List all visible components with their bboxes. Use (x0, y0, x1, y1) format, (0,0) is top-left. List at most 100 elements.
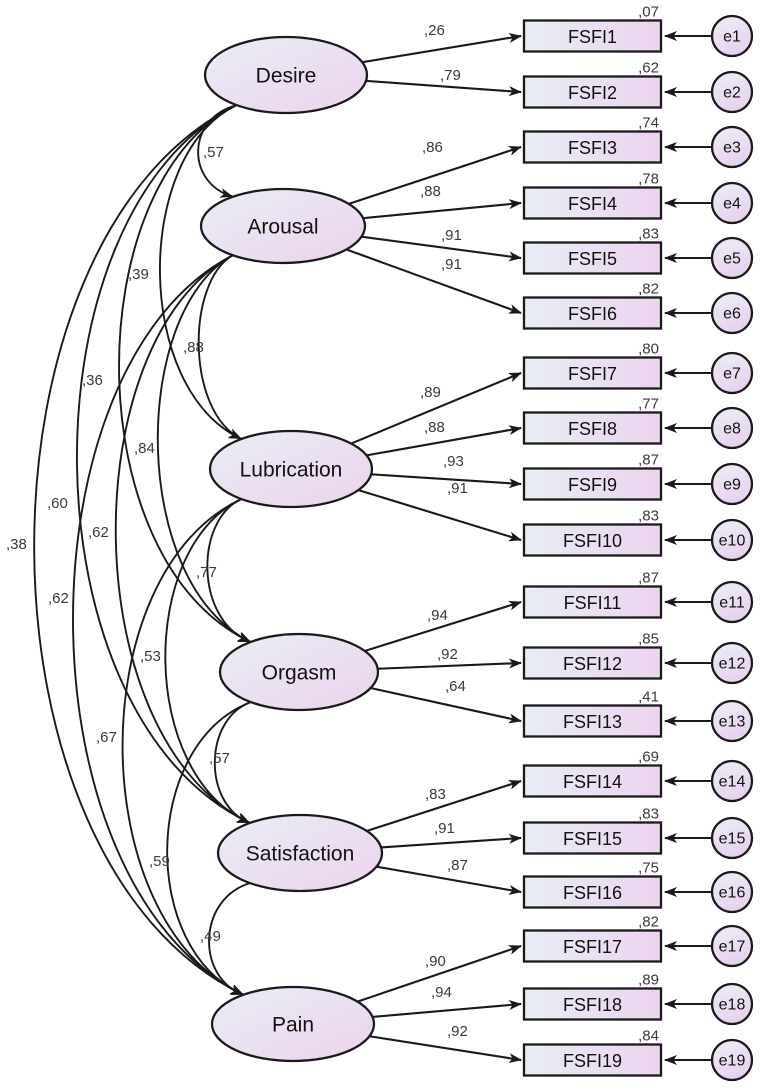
indicator-label: FSFI4 (568, 194, 617, 214)
latent-label: Orgasm (262, 662, 337, 685)
r-squared-value: ,75 (638, 860, 659, 877)
r-squared-value: ,83 (638, 508, 659, 525)
r-squared-value: ,78 (638, 171, 659, 188)
correlation-value: ,60 (47, 495, 68, 512)
loading-value: ,92 (447, 1023, 468, 1040)
loading-value: ,86 (422, 139, 443, 156)
indicator-group: FSFI7,80 (522, 341, 663, 390)
correlation-arc (197, 245, 246, 440)
indicator-box (522, 186, 663, 220)
correlation-value: ,67 (96, 729, 117, 746)
loading-value: ,90 (425, 953, 446, 970)
indicator-box (522, 585, 663, 619)
r-squared-value: ,82 (638, 281, 659, 298)
indicator-label: FSFI18 (563, 995, 622, 1015)
error-term: e9 (710, 462, 754, 506)
error-label: e8 (723, 421, 741, 438)
indicator-box (522, 704, 663, 738)
r-squared-value: ,62 (638, 60, 659, 77)
error-label: e5 (723, 251, 741, 268)
r-squared-value: ,83 (638, 226, 659, 243)
r-squared-value: ,07 (638, 4, 659, 21)
indicator-group: FSFI15,83 (522, 806, 663, 855)
correlation-value: ,59 (149, 853, 170, 870)
correlation-arc (166, 693, 263, 996)
indicator-label: FSFI1 (568, 27, 617, 47)
indicator-group: FSFI14 ,69 (522, 749, 663, 798)
error-circle (710, 406, 754, 450)
loading-value: ,91 (441, 256, 462, 273)
indicator-label: FSFI16 (563, 883, 622, 903)
loading-arrow (366, 425, 522, 457)
indicator-group: FSFI12,85 (522, 631, 663, 680)
error-circle (710, 641, 754, 685)
indicator-box (522, 929, 663, 963)
loading-value: ,64 (445, 678, 466, 695)
indicator-box (522, 296, 663, 330)
latent-label: Pain (272, 1014, 314, 1037)
error-paths (664, 31, 712, 1065)
indicator-label: FSFI14 (563, 772, 622, 792)
error-label: e7 (723, 366, 741, 383)
latent-factor-pain: Pain (210, 985, 376, 1063)
loading-arrow (377, 658, 522, 670)
indicator-label: FSFI5 (568, 249, 617, 269)
indicator-box (522, 523, 663, 557)
error-term: e12 (710, 641, 754, 685)
indicator-box (522, 875, 663, 909)
indicator-group: FSFI19,84 (522, 1028, 663, 1077)
indicator-label: FSFI9 (568, 475, 617, 495)
error-circles: e1e2e3e4e5e6e7e8e9e10e11e12e13e14e15e16e… (710, 14, 754, 1082)
indicator-group: FSFI4 ,78 (522, 171, 663, 220)
error-label: e4 (723, 196, 741, 213)
error-circle (710, 924, 754, 968)
loading-arrow (346, 248, 522, 314)
error-term: e16 (710, 870, 754, 914)
error-circle (710, 181, 754, 225)
indicator-group: FSFI9,87 (522, 452, 663, 501)
loading-value: ,91 (447, 480, 468, 497)
loading-value: ,94 (427, 607, 448, 624)
r-squared-value: ,84 (638, 1028, 659, 1045)
indicator-label: FSFI11 (564, 593, 622, 613)
loading-arrow (372, 1000, 522, 1018)
loading-value: ,92 (437, 646, 458, 663)
indicator-label: FSFI13 (563, 712, 622, 732)
loading-arrow (369, 1035, 522, 1064)
latent-ellipses: DesireArousalLubricationOrgasmSatisfacti… (199, 35, 384, 1063)
error-circle (710, 462, 754, 506)
latent-ellipse (218, 632, 380, 712)
correlation-arc (164, 489, 254, 824)
loading-value: ,83 (425, 786, 446, 803)
loading-arrow (381, 833, 522, 849)
correlation-value: ,53 (140, 648, 161, 665)
indicator-box (522, 646, 663, 680)
r-squared-value: ,69 (638, 749, 659, 766)
correlation-arc (72, 245, 246, 996)
error-label: e16 (719, 885, 746, 902)
latent-ellipse (208, 429, 374, 509)
error-circle (710, 580, 754, 624)
latent-ellipse (210, 985, 376, 1063)
loading-value: ,88 (424, 419, 445, 436)
indicator-group: FSFI18,89 (522, 972, 663, 1021)
correlation-value: ,39 (128, 266, 149, 283)
loading-value: ,79 (440, 67, 461, 84)
loading-arrow (361, 235, 522, 262)
r-squared-value: ,82 (638, 914, 659, 931)
indicator-box (522, 1043, 663, 1077)
indicator-group: FSFI11,87 (522, 570, 663, 619)
correlation-arcs (33, 95, 263, 996)
loading-arrow (365, 79, 522, 97)
indicator-box (522, 130, 663, 164)
error-label: e11 (719, 595, 745, 612)
correlation-arc (121, 489, 254, 996)
loading-arrow (370, 687, 522, 724)
loading-arrow (366, 779, 522, 832)
indicator-label: FSFI2 (568, 83, 617, 103)
r-squared-value: ,74 (638, 115, 659, 132)
loading-value: ,26 (424, 22, 445, 39)
error-label: e10 (719, 533, 746, 550)
r-squared-value: ,83 (638, 806, 659, 823)
indicator-box (522, 987, 663, 1021)
